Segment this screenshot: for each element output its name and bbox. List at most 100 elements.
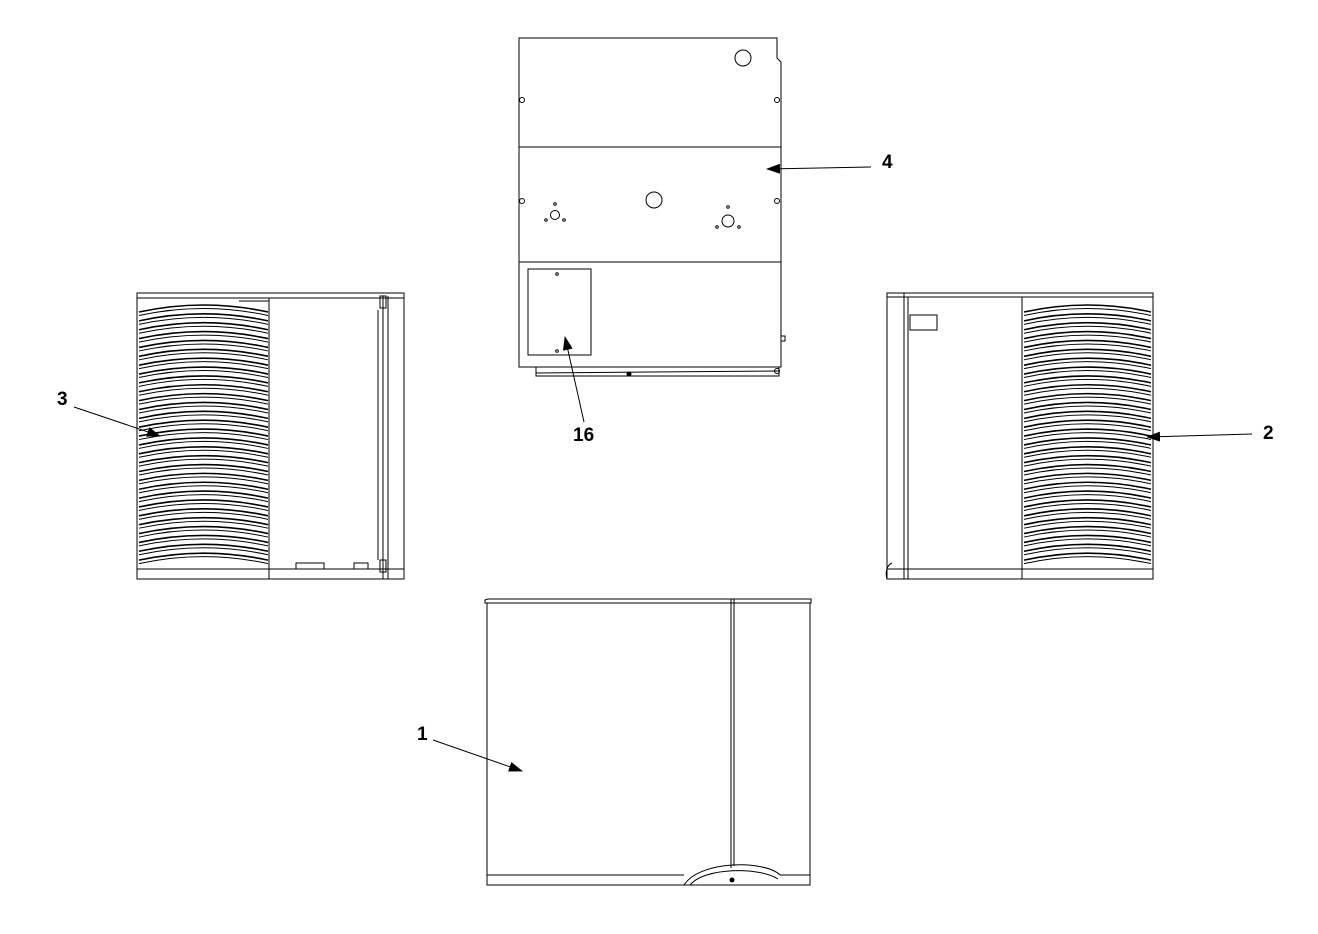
louvre-slat — [1023, 401, 1152, 411]
louvre-slat — [138, 313, 269, 322]
louvre-slat-edge — [138, 414, 269, 423]
louvre-slat-edge — [138, 538, 269, 547]
louvre-slat — [138, 481, 269, 491]
louvre-slat — [138, 516, 269, 526]
louvre-slat-edge — [138, 547, 269, 556]
top-panel — [518, 37, 786, 377]
louvre-slat-edge — [138, 485, 269, 494]
louvre-slat — [1023, 490, 1152, 499]
arrow-2 — [1146, 431, 1253, 442]
louvre-slat-edge — [138, 370, 269, 379]
louvre-slat — [1023, 481, 1152, 491]
front-panel — [484, 598, 812, 886]
louvre-slat-edge — [1023, 449, 1152, 458]
louvre-slat — [1023, 375, 1152, 384]
callout-label-1: 1 — [417, 724, 428, 745]
louvre-slat-edge — [1023, 334, 1152, 343]
arrow-3 — [73, 406, 161, 437]
louvre-slat — [1023, 445, 1152, 455]
louvre-slat-edge — [138, 316, 269, 325]
louvre-slat — [1023, 392, 1152, 402]
left-side-panel — [136, 292, 405, 580]
louvre-slat — [138, 552, 269, 561]
louvre-slat — [1023, 552, 1152, 561]
right-side-panel — [885, 292, 1154, 580]
louvre-slat-edge — [138, 396, 269, 405]
louvre-slat-edge — [138, 361, 269, 370]
callout-labels: 1 2 3 4 16 — [57, 152, 1274, 745]
louvre-slat — [138, 490, 269, 499]
louvre-slat-edge — [1023, 370, 1152, 379]
louvre-slat-edge — [1023, 485, 1152, 494]
louvre-slat-edge — [1023, 396, 1152, 405]
louvre-slat — [138, 401, 269, 411]
louvre-slat-edge — [138, 449, 269, 458]
louvre-slat — [1023, 330, 1152, 340]
louvre-slat — [1023, 348, 1152, 358]
louvre-slat — [138, 472, 269, 482]
louvre-slat — [138, 392, 269, 402]
louvre-slat-edge — [138, 352, 269, 361]
louvre-slat-edge — [138, 556, 269, 565]
louvre-slat-edge — [138, 520, 269, 529]
louvre-slat-edge — [1023, 502, 1152, 511]
louvre-slat-edge — [1023, 511, 1152, 520]
louvre-slat-edge — [138, 529, 269, 538]
louvre-slat — [1023, 437, 1152, 446]
arrow-1 — [432, 739, 523, 772]
callout-label-16: 16 — [573, 425, 594, 446]
louvre-slat-edge — [1023, 387, 1152, 396]
louvre-slat-edge — [1023, 343, 1152, 352]
louvre-slat — [1023, 516, 1152, 526]
louvre-slat-edge — [138, 343, 269, 352]
louvre-grille-left — [138, 304, 269, 565]
louvre-slat-edge — [138, 467, 269, 476]
louvre-slat-edge — [138, 458, 269, 467]
louvre-slat — [138, 410, 269, 420]
louvre-slat — [138, 499, 269, 508]
louvre-slat — [1023, 321, 1152, 331]
callout-label-2: 2 — [1263, 423, 1274, 444]
louvre-slat — [138, 534, 269, 544]
louvre-slat-edge — [1023, 361, 1152, 370]
louvre-slat-edge — [1023, 405, 1152, 414]
louvre-slat — [138, 304, 269, 313]
louvre-slat — [1023, 508, 1152, 517]
louvre-slat — [1023, 339, 1152, 349]
louvre-slat-edge — [138, 405, 269, 414]
louvre-slat — [138, 508, 269, 517]
louvre-slat-edge — [138, 494, 269, 503]
louvre-slat-edge — [138, 502, 269, 511]
louvre-slat-edge — [1023, 378, 1152, 387]
louvre-slat-edge — [138, 378, 269, 387]
louvre-slat-edge — [1023, 316, 1152, 325]
louvre-slat-edge — [138, 476, 269, 485]
louvre-slat-edge — [138, 440, 269, 449]
louvre-slat — [1023, 454, 1152, 464]
louvre-slat-edge — [1023, 467, 1152, 476]
louvre-slat-edge — [138, 511, 269, 520]
louvre-slat-edge — [1023, 325, 1152, 334]
louvre-grille-right — [1023, 304, 1152, 565]
louvre-slat-edge — [1023, 414, 1152, 423]
louvre-slat — [138, 463, 269, 473]
louvre-slat — [138, 419, 269, 428]
louvre-slat-edge — [138, 387, 269, 396]
louvre-slat-edge — [1023, 432, 1152, 441]
louvre-slat — [1023, 472, 1152, 482]
louvre-slat-edge — [1023, 476, 1152, 485]
louvre-slat-edge — [1023, 308, 1152, 316]
louvre-slat-edge — [1023, 423, 1152, 432]
louvre-slat-edge — [1023, 547, 1152, 556]
louvre-slat — [1023, 419, 1152, 428]
louvre-slat-edge — [1023, 529, 1152, 538]
louvre-slat — [138, 348, 269, 358]
louvre-slat — [1023, 499, 1152, 508]
louvre-slat — [1023, 366, 1152, 375]
louvre-slat-edge — [1023, 440, 1152, 449]
louvre-slat-edge — [1023, 538, 1152, 547]
louvre-slat — [1023, 383, 1152, 393]
louvre-slat — [1023, 357, 1152, 366]
